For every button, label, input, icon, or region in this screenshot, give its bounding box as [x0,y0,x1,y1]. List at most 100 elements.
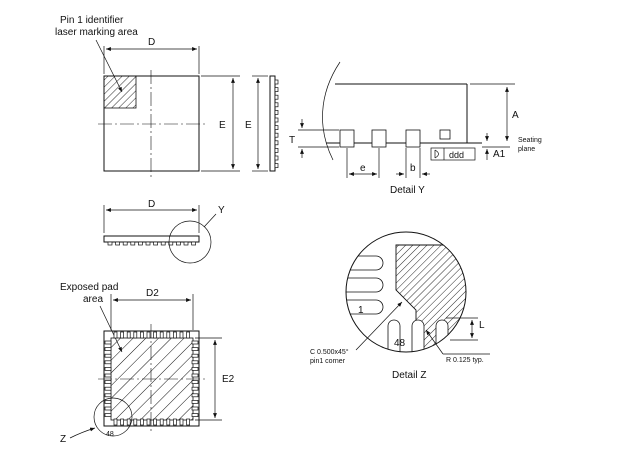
seating-plane-label-2: plane [518,146,535,153]
side-pin [183,241,189,246]
bottom-pin [166,418,171,426]
bottom-pin [191,380,199,384]
bottom-pin [133,418,138,426]
lead-2 [371,129,387,148]
bottom-pin [166,331,171,339]
side-pin [138,241,143,246]
bottom-pin [104,380,112,384]
bottom-pin [179,418,184,426]
bottom-pin [191,373,199,378]
detail-y-b-label: b [410,163,416,174]
bottom-view-body [103,330,200,427]
side-pin [160,241,166,246]
side-pin [274,87,279,92]
top-e-label: E [219,120,226,131]
top-view-body [103,75,200,172]
detail-y-callout-circle [168,220,212,264]
bottom-pin [113,331,118,339]
side-pin [107,241,113,246]
bottom-pin [186,418,190,426]
laser-marking-label: laser marking area [55,27,138,38]
bottom-pin [120,331,124,339]
bottom-pin [104,347,112,351]
bottom-pin [191,347,199,351]
side-pin [274,79,279,85]
detail-y-e-label: e [360,163,366,174]
side-e-label: E [245,120,252,131]
detail-y: A T e b ddd A1 Seating plane [289,61,542,196]
side-pin [115,241,120,246]
pin1-corner-label: pin1 corner [310,358,346,365]
bottom-pin [153,418,157,426]
side-pin [274,102,279,108]
side-pin [274,117,279,123]
bottom-pin [159,418,164,426]
bottom-pin [140,331,144,339]
z-callout-label: Z [60,434,66,445]
side-pin [274,140,279,146]
top-d-label: D [148,37,155,48]
bottom-pin [104,400,112,404]
bottom-pin [133,331,138,339]
detail-z: 1 48 L C 0.500x45° pin1 corner R 0.125 t… [310,231,490,381]
side-pin [191,241,196,246]
bottom-view: Exposed pad area D2 E2 48 Z [60,282,235,445]
bottom-pin [186,331,190,339]
exposed-pad-label: Exposed pad [60,282,118,293]
side-view: E [245,75,279,172]
lead-4 [439,129,451,140]
side-pin [122,241,128,246]
bottom-pin [146,418,151,426]
e2-label: E2 [222,374,235,385]
detail-z-title: Detail Z [392,370,426,381]
side-pin [274,110,279,115]
bottom-pin [104,393,112,398]
detail-y-title: Detail Y [390,185,425,196]
side-pin [130,241,136,246]
lead-1 [339,129,355,148]
bottom-view-d-label: D [148,199,155,210]
bottom-pin [146,331,151,339]
bottom-pin [104,353,112,358]
bottom-pin [104,340,112,345]
bottom-pin [104,406,112,411]
side-pin [153,241,158,246]
detail-z-pin1-label: 1 [358,305,364,316]
side-pin [274,163,279,168]
d2-label: D2 [146,288,159,299]
bottom-pin [191,353,199,358]
bottom-pin [191,406,199,411]
side-pin [274,132,279,138]
side-pin [274,125,279,130]
bottom-pin [113,418,118,426]
bottom-pin [153,331,157,339]
exposed-pad-area-label: area [83,294,103,305]
top-view: Pin 1 identifier laser marking area D E [55,15,240,177]
bottom-pin [191,340,199,345]
bottom-pin [191,393,199,398]
bottom-pin [126,331,131,339]
bottom-pin [179,331,184,339]
detail-z-circle [345,231,467,353]
detail-z-exposed-pad [395,244,466,352]
bottom-pin [104,386,112,391]
bottom-pin [191,400,199,404]
bottom-pin [104,367,112,371]
chamfer-dimension-label: C 0.500x45° [310,348,349,356]
side-pin [274,155,279,161]
bottom-pin [173,331,177,339]
detail-z-callout-circle [93,397,133,437]
side-view-horizontal: D Y [103,199,225,264]
y-callout-label: Y [218,205,225,216]
bottom-pin [191,360,199,365]
bottom-pin [159,331,164,339]
seating-plane-label: Seating [518,137,542,144]
detail-y-a-label: A [512,110,519,121]
pin1-identifier-label: Pin 1 identifier [60,15,124,26]
bottom-pin [120,418,124,426]
pin1-marking-area [103,75,137,109]
bottom-pin [126,418,131,426]
detail-y-ddd-label: ddd [449,150,464,160]
bottom-pin-48-label: 48 [106,431,114,438]
